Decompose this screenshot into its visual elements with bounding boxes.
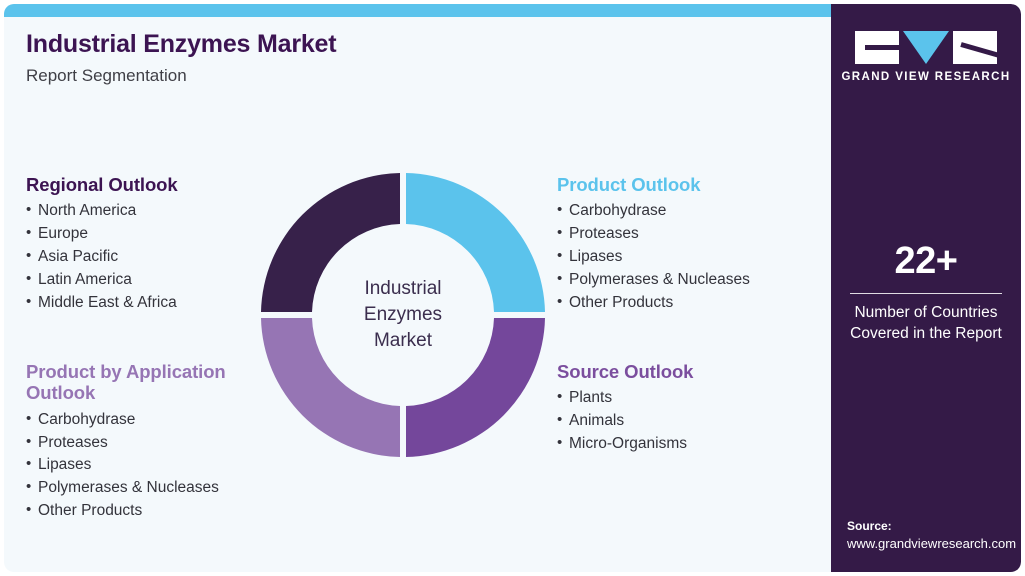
list-item: Latin America [26,268,178,292]
list-item: Carbohydrase [557,199,750,223]
list-item: Lipases [557,245,750,269]
regional-outlook-block: Regional Outlook North America Europe As… [26,174,178,314]
donut-svg [261,173,545,457]
list-item: Other Products [26,499,276,523]
logo-marks [855,31,997,64]
product-outlook-title: Product Outlook [557,174,701,195]
header: Industrial Enzymes Market Report Segment… [26,30,337,86]
list-item: Lipases [26,453,276,477]
list-item: Proteases [557,222,750,246]
list-item: Animals [557,409,693,433]
r-mark-icon [953,31,997,64]
donut-segment-source[interactable] [406,318,545,457]
infographic-card: Industrial Enzymes Market Report Segment… [4,4,1021,572]
stat-caption-line1: Number of Countries [854,304,998,321]
source-outlook-block: Source Outlook Plants Animals Micro-Orga… [557,361,693,456]
stat-number: 22+ [894,240,958,282]
list-item: Plants [557,386,693,410]
list-item: Proteases [26,431,276,455]
brand-sidebar: GRAND VIEW RESEARCH 22+ Number of Countr… [831,4,1021,572]
list-item: Europe [26,222,178,246]
application-outlook-title: Product by Application Outlook [26,361,226,404]
page-subtitle: Report Segmentation [26,66,187,85]
stat-caption: Number of Countries Covered in the Repor… [831,303,1021,345]
list-item: Middle East & Africa [26,291,178,315]
list-item: Carbohydrase [26,408,276,432]
page-title: Industrial Enzymes Market [26,30,337,58]
list-item: North America [26,199,178,223]
list-item: Other Products [557,291,750,315]
source-credit: Source: www.grandviewresearch.com [847,518,1021,554]
donut-segment-product[interactable] [406,173,545,312]
list-item: Asia Pacific [26,245,178,269]
top-accent-bar [4,4,831,17]
product-outlook-block: Product Outlook Carbohydrase Proteases L… [557,174,750,314]
donut-chart: Industrial Enzymes Market [257,169,549,461]
v-triangle-icon [903,31,949,64]
source-url[interactable]: www.grandviewresearch.com [847,536,1017,552]
source-outlook-title: Source Outlook [557,361,694,382]
country-stat: 22+ Number of Countries Covered in the R… [831,242,1021,345]
regional-outlook-list: North America Europe Asia Pacific Latin … [26,199,178,315]
list-item: Polymerases & Nucleases [26,476,276,500]
stat-caption-line2: Covered in the Report [850,324,1002,342]
application-outlook-block: Product by Application Outlook Carbohydr… [26,361,276,523]
regional-outlook-title: Regional Outlook [26,174,178,195]
donut-segment-regional[interactable] [261,173,400,312]
product-outlook-list: Carbohydrase Proteases Lipases Polymeras… [557,199,750,315]
application-outlook-list: Carbohydrase Proteases Lipases Polymeras… [26,408,276,523]
source-label: Source: [847,518,892,533]
source-outlook-list: Plants Animals Micro-Organisms [557,386,693,456]
brand-name: GRAND VIEW RESEARCH [841,71,1011,83]
donut-segment-application[interactable] [261,318,400,457]
list-item: Polymerases & Nucleases [557,268,750,292]
stat-divider [850,293,1002,294]
list-item: Micro-Organisms [557,432,693,456]
g-mark-icon [855,31,899,64]
brand-logo[interactable]: GRAND VIEW RESEARCH [831,31,1021,83]
